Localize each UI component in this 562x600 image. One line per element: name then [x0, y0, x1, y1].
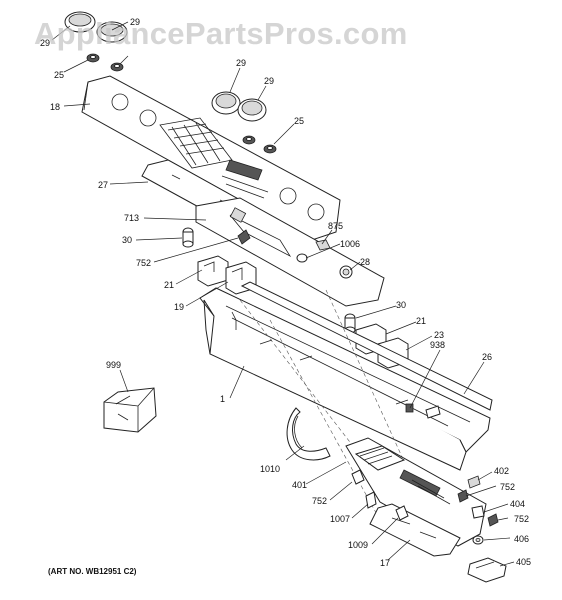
- leader-lines: [51, 21, 515, 567]
- trim-rail-26: [240, 281, 493, 411]
- part-402: [467, 475, 481, 489]
- guide-line-3: [269, 319, 381, 521]
- callout-404: 404: [510, 499, 525, 509]
- pcb-lower-board: [369, 503, 461, 557]
- callout-1007: 1007: [330, 514, 350, 524]
- callout-1006: 1006: [340, 239, 360, 249]
- callout-28: 28: [360, 257, 370, 267]
- callout-1010: 1010: [260, 464, 280, 474]
- part-404: [471, 505, 485, 519]
- callout-21-b: 21: [416, 316, 426, 326]
- clip-752-right-1: [457, 489, 469, 503]
- callout-25-b: 25: [294, 116, 304, 126]
- clip-752-lower: [351, 469, 365, 485]
- knob-base-25-middle-2: [263, 144, 277, 154]
- callout-29-d: 29: [264, 76, 274, 86]
- ribbon-cable-1010: [286, 407, 331, 461]
- part-406: [472, 535, 484, 545]
- callout-1: 1: [220, 394, 225, 404]
- control-panel-faceplate-18: [81, 75, 341, 241]
- callout-26: 26: [482, 352, 492, 362]
- component-28: [339, 265, 353, 279]
- callout-406: 406: [514, 534, 529, 544]
- art-number: (ART NO. WB12951 C2): [48, 567, 137, 576]
- spring-30-left: [182, 227, 194, 248]
- component-1006: [296, 253, 308, 263]
- callout-752-a: 752: [136, 258, 151, 268]
- knob-29-top-left-1: [64, 11, 96, 33]
- callout-752-b: 752: [312, 496, 327, 506]
- callout-405: 405: [516, 557, 531, 567]
- control-board-17: [345, 437, 487, 547]
- connector-1007: [365, 491, 377, 509]
- watermark: AppliancePartsPros.com: [34, 16, 408, 51]
- callout-17: 17: [380, 558, 390, 568]
- switch-21-left: [197, 255, 229, 287]
- connector-1009: [395, 505, 409, 521]
- knob-29-middle-1: [211, 91, 241, 115]
- callout-402: 402: [494, 466, 509, 476]
- clip-752-upper: [237, 229, 251, 245]
- callout-1009: 1009: [348, 540, 368, 550]
- spring-30-right: [344, 313, 356, 334]
- callout-713: 713: [124, 213, 139, 223]
- knob-29-middle-2: [237, 98, 267, 122]
- callout-30-a: 30: [122, 235, 132, 245]
- clip-938: [405, 403, 414, 413]
- callout-401: 401: [292, 480, 307, 490]
- clip-752-right-2: [487, 513, 499, 527]
- callout-30-b: 30: [396, 300, 406, 310]
- callout-29-b: 29: [40, 38, 50, 48]
- callout-23: 23: [434, 330, 444, 340]
- knob-base-25-left-2: [110, 62, 124, 72]
- switch-bracket-713: [195, 197, 385, 307]
- callout-29-a: 29: [130, 17, 140, 27]
- knob-base-25-middle-1: [242, 135, 256, 145]
- control-housing-1: [199, 287, 491, 471]
- callout-752-c: 752: [500, 482, 515, 492]
- callout-27: 27: [98, 180, 108, 190]
- callout-938: 938: [430, 340, 445, 350]
- cover-plate-405: [467, 557, 507, 583]
- callout-875: 875: [328, 221, 343, 231]
- callout-19: 19: [174, 302, 184, 312]
- callout-29-c: 29: [236, 58, 246, 68]
- callout-999: 999: [106, 360, 121, 370]
- knob-base-25-left-1: [86, 53, 100, 63]
- package-box-999: [103, 387, 157, 433]
- callout-752-d: 752: [514, 514, 529, 524]
- callout-21-a: 21: [164, 280, 174, 290]
- guide-line-2: [325, 289, 409, 471]
- callout-25-a: 25: [54, 70, 64, 80]
- callout-18: 18: [50, 102, 60, 112]
